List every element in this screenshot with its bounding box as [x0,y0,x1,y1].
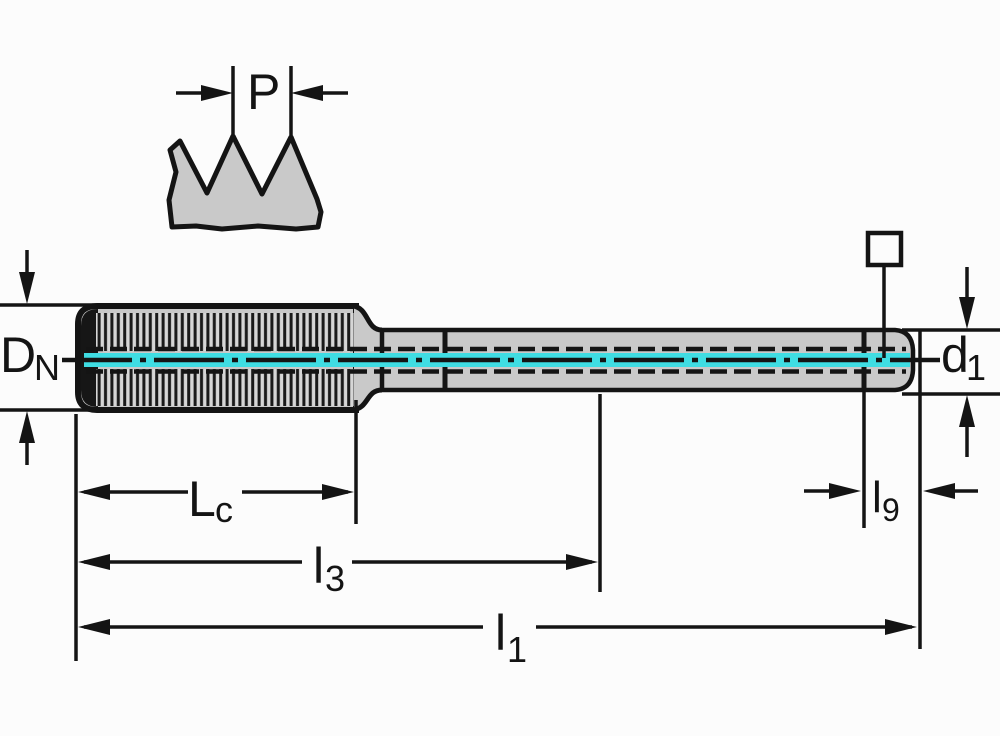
l3-label-subscript: 3 [325,558,345,599]
d1-label-subscript: 1 [966,347,986,388]
lc-arrowhead-right [322,484,354,500]
l1-label-subscript: 1 [507,629,527,670]
dn-label-subscript: N [34,347,60,388]
dimension-chamfer-length: L c [78,471,354,530]
pitch-detail: P [166,64,348,232]
pitch-arrowhead-right [291,85,323,101]
dimension-thread-length: l 3 [78,538,598,599]
l1-label: l [495,605,506,661]
thread-flutes-lower [96,369,354,406]
lc-label: L [188,471,216,527]
l9-label: l [872,473,882,522]
l1-arrowhead-left [78,619,110,635]
pitch-label: P [247,64,280,120]
l3-arrowhead-right [566,554,598,570]
dimension-square-length: l 9 [804,473,978,528]
d1-label: d [941,327,969,383]
l3-label: l [313,538,324,594]
l1-arrowhead-right [885,619,917,635]
tap-body [62,303,940,413]
dimension-shank-diameter: d 1 [902,267,1000,457]
thread-profile-shape [166,133,324,232]
dimension-overall-length: l 1 [78,605,917,670]
lc-label-subscript: c [215,489,233,530]
neck-contour-top [352,303,383,333]
dn-arrowhead-top [19,272,35,304]
pitch-arrowhead-left [201,85,233,101]
dn-arrowhead-bottom [19,411,35,443]
square-drive-callout [865,230,904,358]
d1-arrowhead-bottom [959,395,975,427]
d1-arrowhead-top [959,297,975,329]
square-drive-icon [865,230,904,268]
dimension-nominal-diameter: D N [0,250,156,465]
l9-arrowhead-left [829,483,861,499]
lc-arrowhead-left [78,484,110,500]
l9-arrowhead-right [923,483,955,499]
extension-lines [74,330,922,661]
thread-flutes-upper [96,313,354,351]
l9-label-subscript: 9 [882,492,900,528]
l3-arrowhead-left [78,554,110,570]
dn-label: D [0,327,36,383]
